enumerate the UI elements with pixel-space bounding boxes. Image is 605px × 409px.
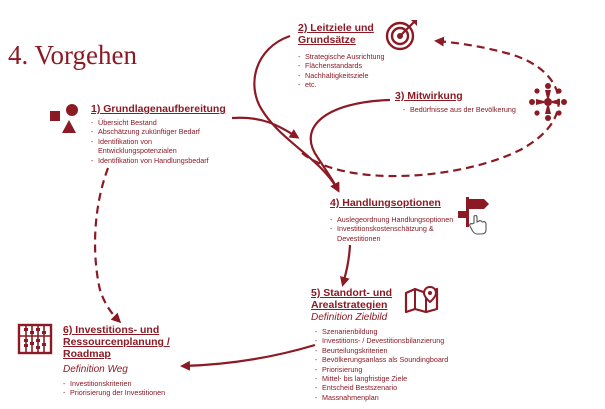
list-item: Szenarienbildung <box>315 327 491 337</box>
arrow-step2-to-step4 <box>253 34 340 193</box>
step-4: 4) Handlungsoptionen Auslegeordnung Hand… <box>330 197 480 243</box>
abacus-icon <box>17 323 53 355</box>
list-item: Investitionskostenschätzung & Devestitio… <box>330 224 455 243</box>
shapes-icon <box>50 104 78 133</box>
list-item: Auslegeordnung Handlungsoptionen <box>330 215 480 225</box>
step-3-items: Bedürfnisse aus der Bevölkerung <box>403 105 535 115</box>
step-3-title: 3) Mitwirkung <box>395 90 463 102</box>
step-1-title: 1) Grundlagenaufbereitung <box>91 103 226 115</box>
list-item: Strategische Ausrichtung <box>298 52 408 62</box>
list-item: Beurteilungskriterien <box>315 346 491 356</box>
step-6-title-line-2: Ressourcenplanung / <box>63 336 170 348</box>
list-item: Investitionskriterien <box>63 379 203 389</box>
list-item: Priorisierung der Investitionen <box>63 388 203 398</box>
list-item: Mittel- bis langfristige Ziele <box>315 374 491 384</box>
step-4-items: Auslegeordnung Handlungsoptionen Investi… <box>330 215 480 243</box>
step-6-subtitle: Definition Weg <box>63 364 128 375</box>
list-item: Bevölkerungsanlass als Soundingboard <box>315 355 491 365</box>
step-5: 5) Standort- und Arealstrategien Definit… <box>311 287 491 403</box>
list-item: Abschätzung zukünftiger Bedarf <box>91 127 256 137</box>
step-6-items: Investitionskriterien Priorisierung der … <box>63 379 203 398</box>
step-2-items: Strategische Ausrichtung Flächenstandard… <box>298 52 408 90</box>
step-1-items: Übersicht Bestand Abschätzung zukünftige… <box>91 118 256 165</box>
step-5-title-line-2: Arealstrategien <box>311 299 388 311</box>
signpost-icon <box>458 197 489 235</box>
map-icon <box>404 285 439 313</box>
people-circle-icon <box>529 83 567 121</box>
list-item: Identifikation von Handlungsbedarf <box>91 156 256 166</box>
step-2: 2) Leitziele und Grundsätze Strategische… <box>298 22 408 90</box>
step-5-subtitle: Definition Zielbild <box>311 312 388 323</box>
arrow-step5-to-step6 <box>180 343 316 371</box>
step-3: 3) Mitwirkung Bedürfnisse aus der Bevölk… <box>395 90 535 115</box>
list-item: Bedürfnisse aus der Bevölkerung <box>403 105 535 115</box>
step-1: 1) Grundlagenaufbereitung Übersicht Best… <box>91 103 256 165</box>
list-item: etc. <box>298 80 408 90</box>
list-item: Entscheid Bestszenario <box>315 383 491 393</box>
step-2-title-line-2: Grundsätze <box>298 34 356 46</box>
target-icon <box>385 20 417 51</box>
step-4-title: 4) Handlungsoptionen <box>330 197 441 209</box>
list-item: Priorisierung <box>315 365 491 375</box>
list-item: Investitions- / Devestitionsbilanzierung <box>315 336 491 346</box>
list-item: Massnahmenplan <box>315 393 491 403</box>
list-item: Flächenstandards <box>298 61 408 71</box>
list-item: Übersicht Bestand <box>91 118 256 128</box>
arrow-step1-to-step6-dashed <box>93 167 122 324</box>
step-6-title-line-1: 6) Investitions- und <box>63 324 160 336</box>
arrow-feedback-loop-dashed <box>301 36 560 178</box>
arrow-step3-to-step4 <box>309 98 391 193</box>
step-5-title-line-1: 5) Standort- und <box>311 287 393 299</box>
arrow-step4-to-step5 <box>340 244 352 287</box>
step-5-items: Szenarienbildung Investitions- / Devesti… <box>315 327 491 403</box>
list-item: Nachhaltigkeitsziele <box>298 71 408 81</box>
step-6: 6) Investitions- und Ressourcenplanung /… <box>63 324 203 398</box>
step-2-title-line-1: 2) Leitziele und <box>298 22 374 34</box>
list-item: Identifikation von Entwicklungspotenzial… <box>91 137 211 156</box>
page-title: 4. Vorgehen <box>8 40 138 70</box>
step-6-title-line-3: Roadmap <box>63 348 111 360</box>
